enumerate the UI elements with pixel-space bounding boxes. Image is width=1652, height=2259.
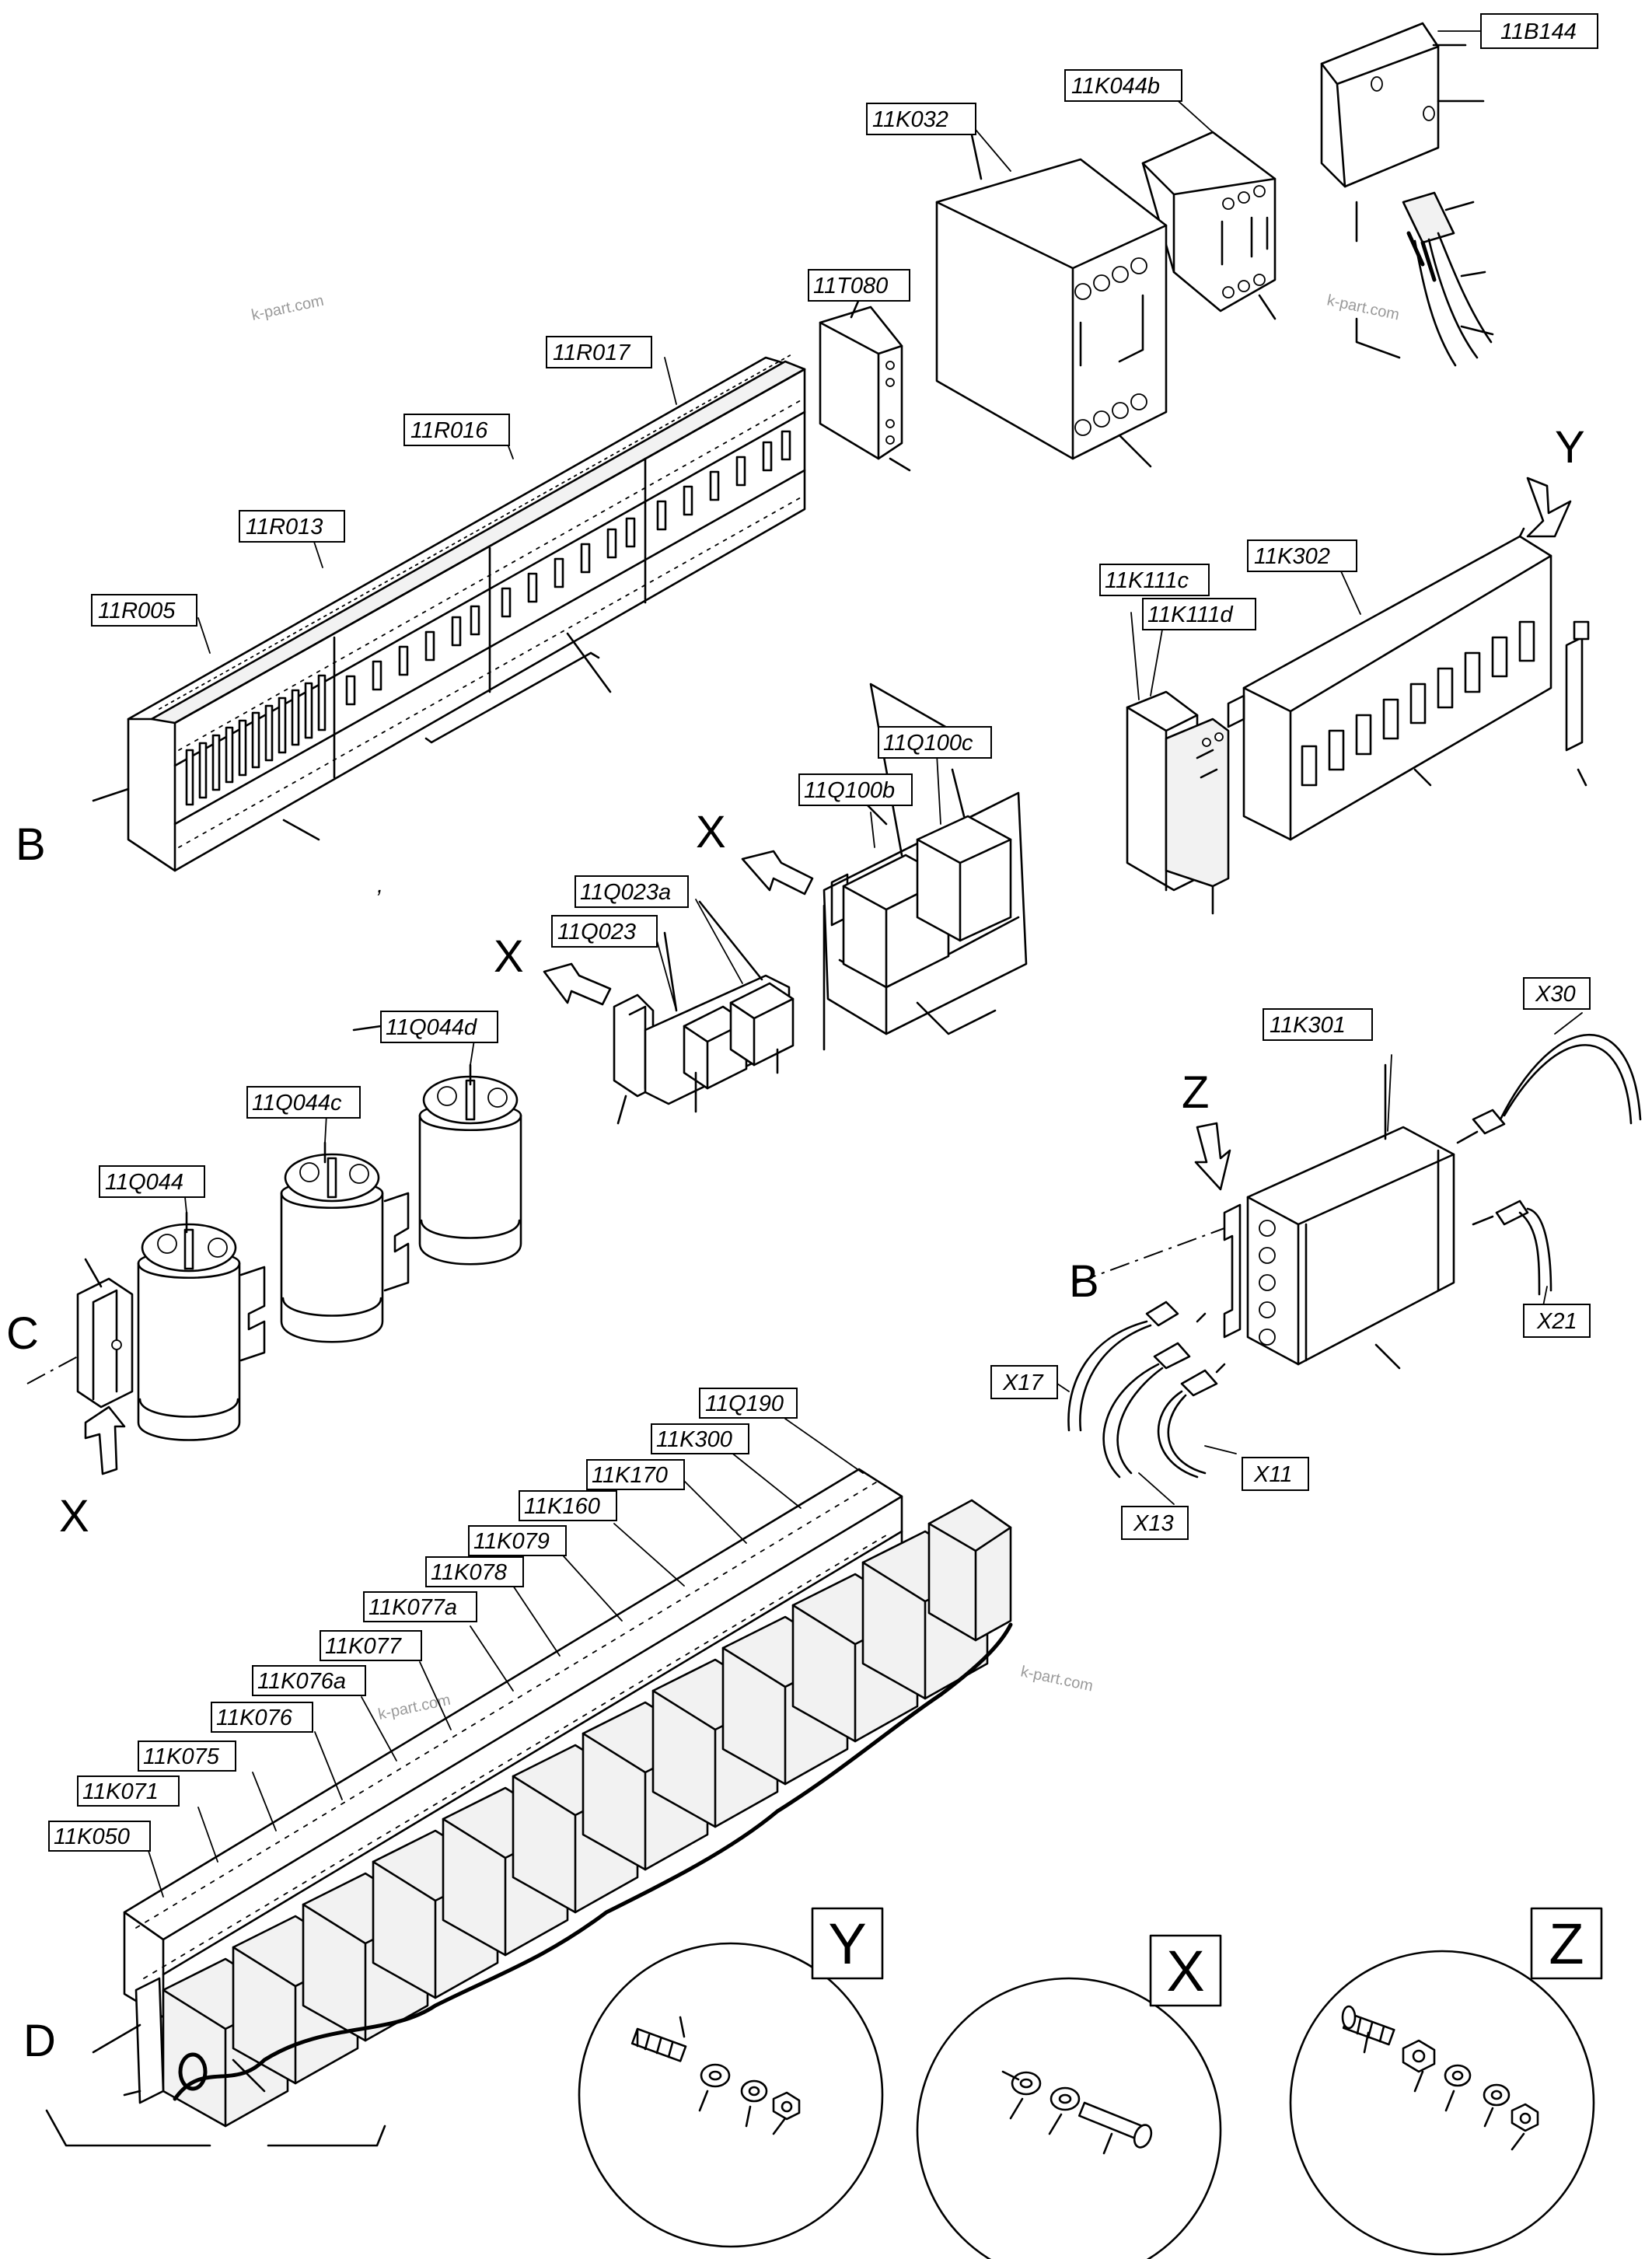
letter-B-left: B [16, 819, 46, 870]
mounting-clip-C [76, 1258, 134, 1409]
arrow-Y-k302 [1526, 477, 1572, 538]
view-label-box [1530, 1907, 1603, 1980]
letter-B-k301: B [1069, 1256, 1099, 1307]
label-X30: X30 [1535, 982, 1576, 1007]
label-11Q100b: 11Q100b [804, 778, 895, 803]
connector-plug [1355, 191, 1494, 367]
relay-pair-11Q100 [823, 683, 1028, 1051]
label-11K032: 11K032 [872, 107, 948, 132]
letter-X-q100: X [696, 807, 726, 857]
label-11Q044c: 11Q044c [252, 1091, 342, 1116]
label-11K302: 11K302 [1254, 544, 1330, 569]
view-label-box [1149, 1934, 1222, 2007]
letter-C-left: C [6, 1308, 39, 1359]
label-11B144: 11B144 [1500, 19, 1577, 44]
resistor-row [185, 430, 791, 806]
solenoid-11Q044 [137, 1211, 266, 1441]
sensor-box-11B144 [1320, 22, 1485, 188]
label-11K111c: 11K111c [1105, 568, 1189, 593]
label-11K044b: 11K044b [1071, 74, 1160, 99]
view-label-box [811, 1907, 884, 1980]
resistor-terminal-strip [92, 353, 806, 872]
stray-comma: , [377, 873, 383, 898]
cables-X [1067, 1034, 1642, 1479]
leader-lines [147, 30, 1583, 1898]
detail-view-Y: Y [578, 1907, 884, 2248]
arrow-X-pointer [84, 1405, 126, 1475]
label-11Q190: 11Q190 [705, 1391, 784, 1416]
relay-module-11K111 [1126, 690, 1230, 915]
view-letters: B C D X X X Y Z B , [6, 422, 1585, 2066]
label-11K077: 11K077 [325, 1634, 403, 1659]
contactor-11K044b [1141, 131, 1277, 320]
arrow-X-q100 [741, 850, 814, 896]
label-11R005: 11R005 [98, 599, 176, 623]
label-11K076: 11K076 [216, 1706, 293, 1730]
label-11K050: 11K050 [54, 1824, 130, 1849]
watermark-text: k-part.com [1019, 1663, 1095, 1695]
arrow-Z-k301 [1194, 1122, 1231, 1191]
relay-module-row [1301, 620, 1535, 787]
label-11K071: 11K071 [82, 1779, 159, 1804]
label-11K111d: 11K111d [1147, 602, 1234, 627]
module-11K301 [1223, 1063, 1455, 1370]
module-11T080 [819, 298, 911, 472]
label-11R013: 11R013 [246, 515, 323, 539]
label-11K078: 11K078 [431, 1560, 507, 1585]
view-label-X: X [1166, 1939, 1204, 2003]
letter-Y-top: Y [1555, 422, 1585, 473]
view-label-Y: Y [828, 1912, 866, 1976]
detail-view-X: X [916, 1934, 1222, 2259]
label-11Q023a: 11Q023a [580, 880, 671, 905]
watermark-text: k-part.com [250, 292, 325, 324]
label-11R016: 11R016 [410, 418, 488, 443]
label-11Q044d: 11Q044d [386, 1015, 477, 1040]
view-label-Z: Z [1549, 1912, 1584, 1976]
label-11K079: 11K079 [473, 1529, 550, 1554]
letter-X-bottom: X [59, 1491, 89, 1541]
watermark-text: k-part.com [1325, 292, 1401, 323]
label-X11: X11 [1253, 1462, 1292, 1487]
label-11Q100c: 11Q100c [883, 731, 973, 756]
solenoid-11Q044c [280, 1141, 410, 1343]
part-labels: 11B144 11K044b 11K032 11T080 11R017 11R0… [48, 13, 1598, 1852]
label-11K300: 11K300 [656, 1427, 732, 1452]
relay-board-11K302 [1227, 527, 1590, 841]
label-X13: X13 [1133, 1511, 1174, 1536]
label-11R017: 11R017 [553, 340, 631, 365]
solenoid-11Q044d [352, 1025, 522, 1266]
contactor-11K032 [935, 115, 1168, 468]
label-X21: X21 [1536, 1309, 1577, 1334]
letter-Z-k301: Z [1182, 1067, 1209, 1118]
arrow-X-q023 [543, 962, 612, 1006]
detail-view-Z: Z [1289, 1907, 1603, 2256]
label-11K301: 11K301 [1270, 1013, 1346, 1038]
relay-pair-11Q023 [613, 900, 795, 1125]
label-11K075: 11K075 [143, 1744, 220, 1769]
label-11K170: 11K170 [592, 1463, 668, 1488]
label-11Q044: 11Q044 [105, 1170, 183, 1195]
label-11Q023: 11Q023 [557, 920, 636, 944]
centerline [26, 1356, 79, 1384]
label-X17: X17 [1002, 1370, 1044, 1395]
letter-D-left: D [23, 2016, 56, 2066]
label-11K076a: 11K076a [257, 1669, 346, 1694]
relay-bank [45, 1468, 1013, 2147]
relay-cube-row [162, 1499, 1012, 2128]
letter-X-q023: X [494, 931, 524, 982]
label-11K077a: 11K077a [368, 1595, 457, 1620]
label-11K160: 11K160 [524, 1494, 600, 1519]
label-11T080: 11T080 [813, 274, 888, 299]
